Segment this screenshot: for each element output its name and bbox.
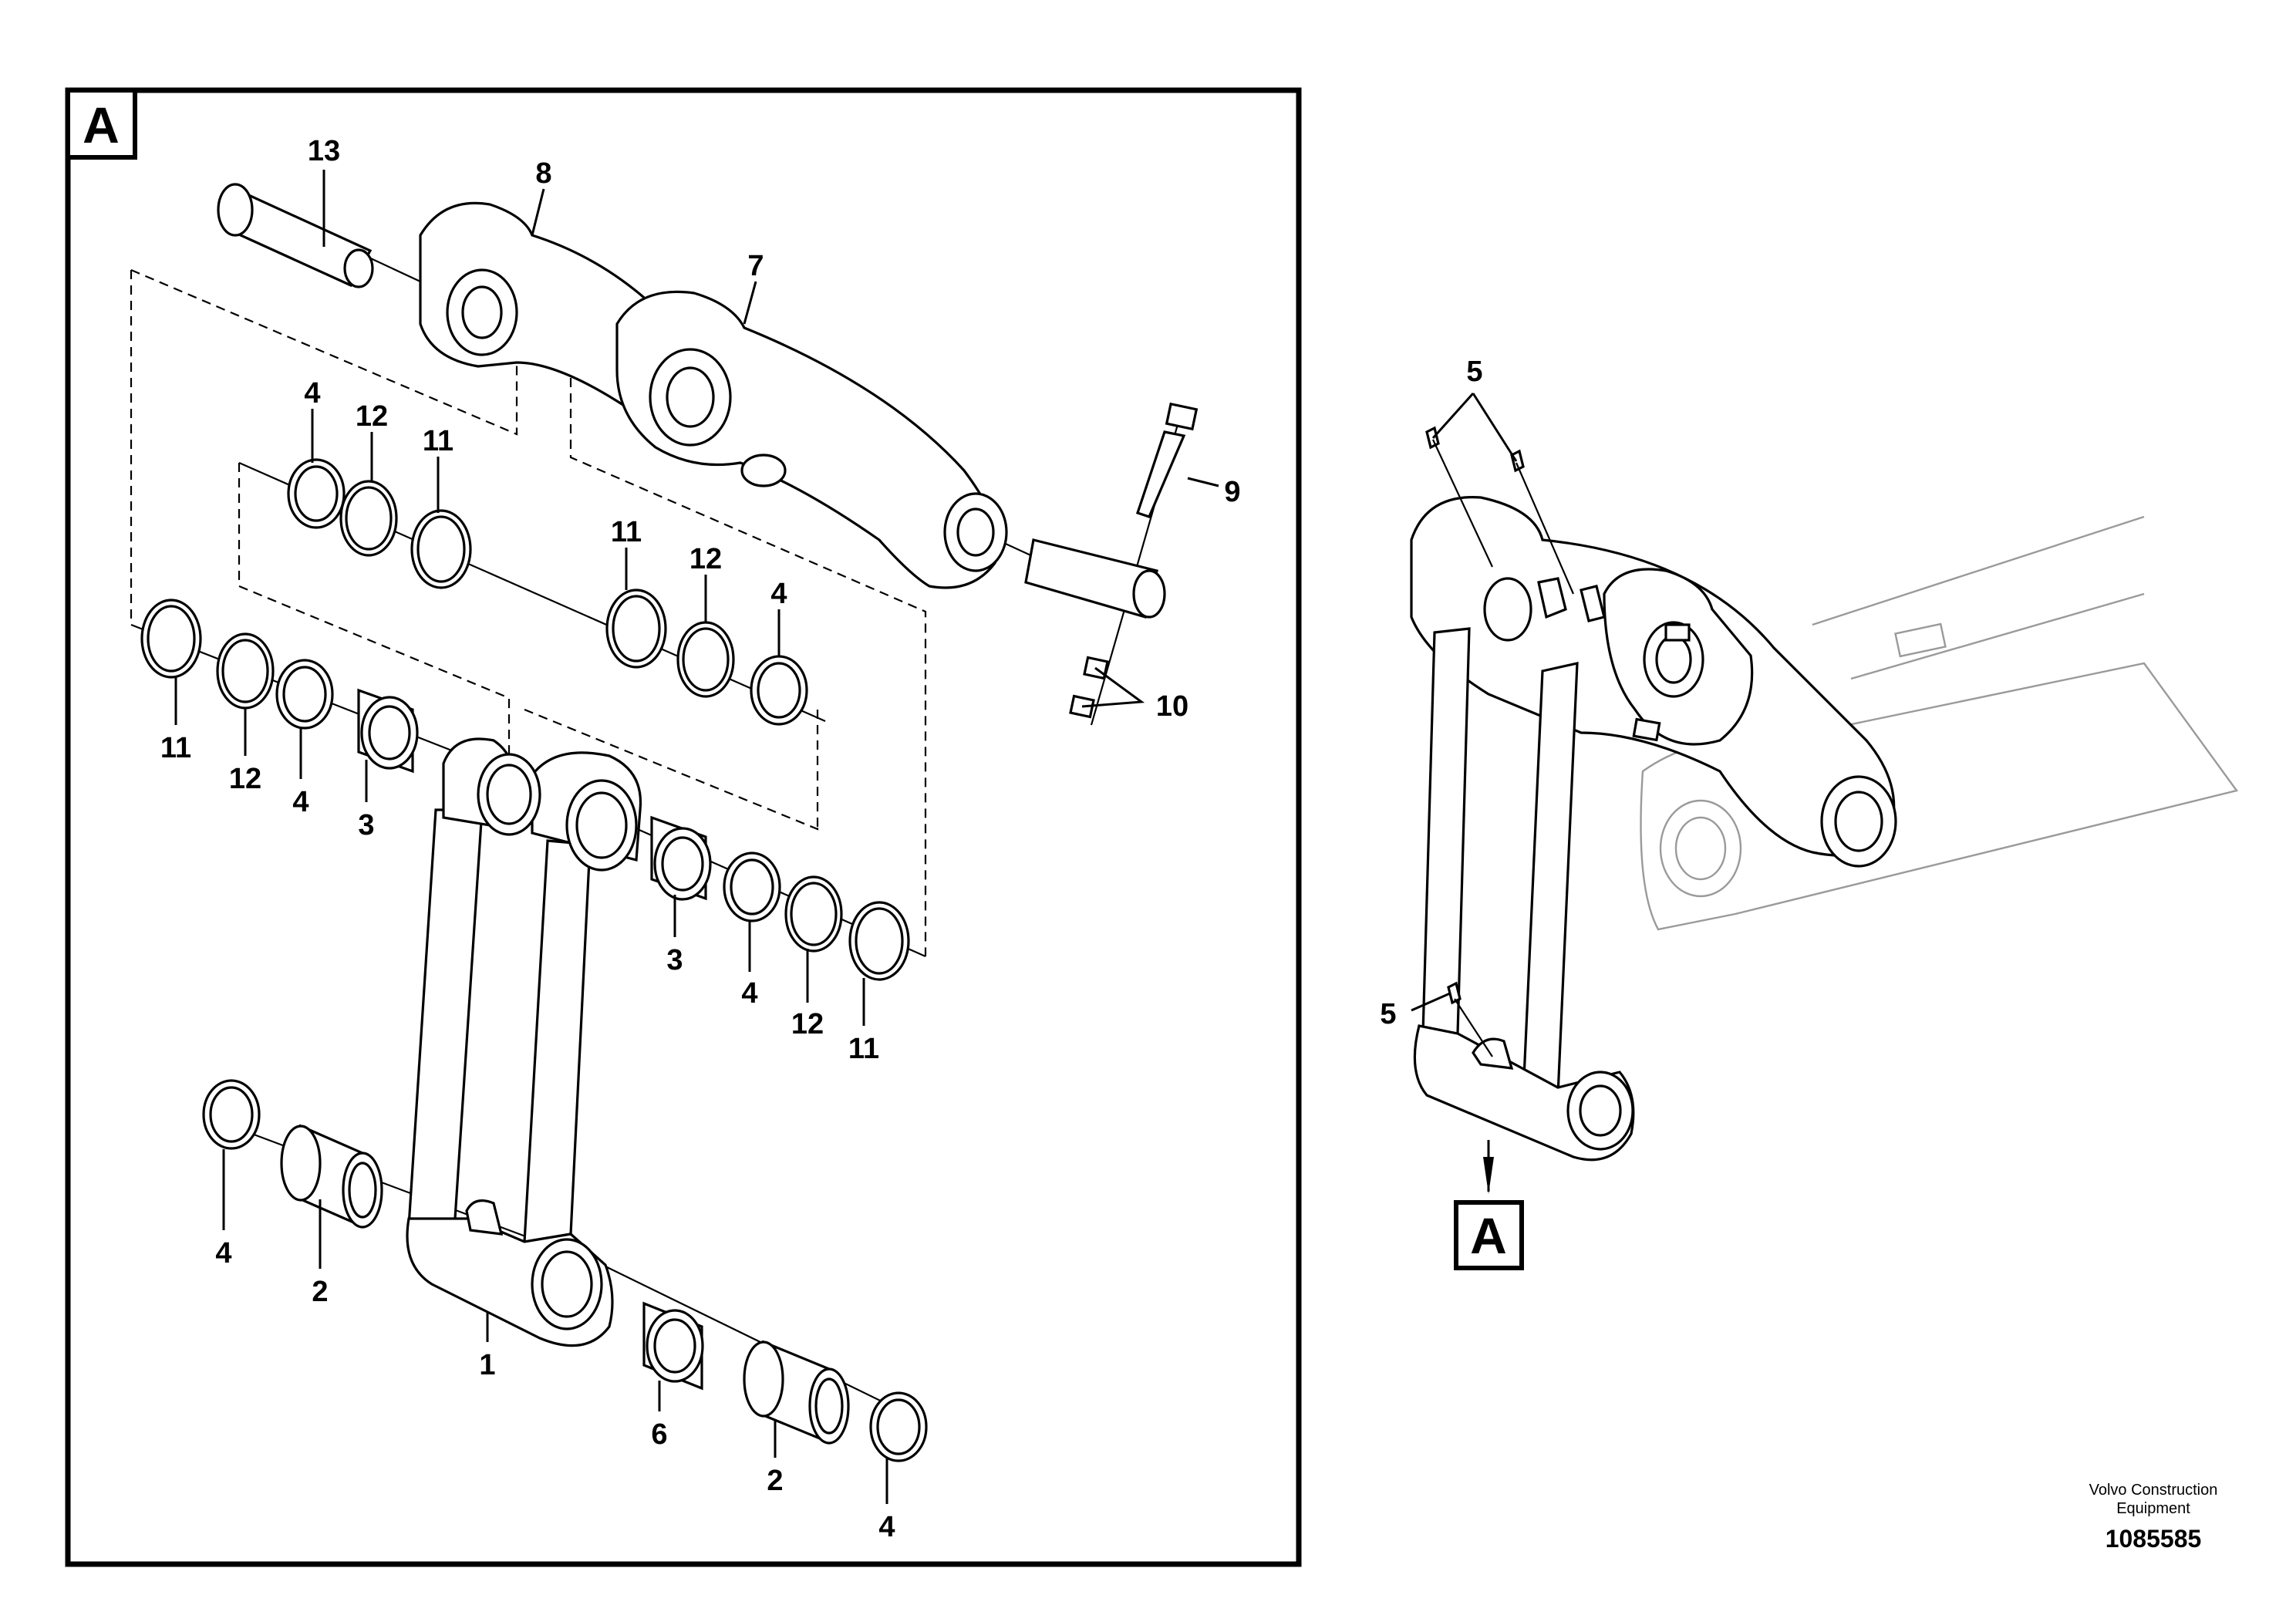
callout-4-right: 4 <box>741 977 757 1010</box>
bolt-9 <box>1135 402 1199 518</box>
callout-1: 1 <box>479 1349 495 1381</box>
detail-frame <box>65 87 1302 1567</box>
callout-11-upper: 11 <box>423 425 453 457</box>
callout-11-right: 11 <box>848 1033 879 1065</box>
detail-view: A <box>65 87 1302 1567</box>
callout-8: 8 <box>535 157 551 190</box>
company-name-line1: Volvo Construction <box>2089 1482 2218 1499</box>
callout-12-right: 12 <box>791 1008 824 1040</box>
callout-12-upper: 12 <box>356 400 388 433</box>
overview-marker-box <box>1454 1200 1524 1270</box>
link-arm-7 <box>615 290 1008 589</box>
footer: Volvo Construction Equipment 1085585 <box>2089 1482 2218 1553</box>
drawing-number: 1085585 <box>2106 1525 2202 1553</box>
overview-leaders <box>1411 392 1575 1194</box>
callout-4-upper: 4 <box>304 377 320 410</box>
callout-12-mid: 12 <box>689 543 722 575</box>
callout-5-top: 5 <box>1466 356 1482 388</box>
detail-marker-box <box>66 88 137 160</box>
bottom-parts <box>202 1079 928 1462</box>
callout-2-bottom-right: 2 <box>767 1465 783 1497</box>
overview-link <box>1413 627 1635 1162</box>
callout-11-mid: 11 <box>611 516 642 548</box>
grease-nipples-5 <box>1425 426 1525 1005</box>
callout-7: 7 <box>747 250 764 282</box>
callout-10: 10 <box>1156 690 1188 723</box>
overview-marker-label: A <box>1470 1207 1507 1264</box>
callout-3-right: 3 <box>666 944 683 976</box>
assembly-guide-mid <box>238 463 511 760</box>
link-frame-1 <box>406 737 642 1347</box>
callout-3-left: 3 <box>358 809 374 841</box>
upper-ring-set <box>287 458 808 726</box>
callout-6: 6 <box>651 1418 667 1451</box>
left-ring-set <box>140 599 419 774</box>
callout-13: 13 <box>308 135 340 167</box>
pin-9-shaft <box>1024 538 1166 619</box>
detail-marker-label: A <box>83 96 120 153</box>
company-name-line2: Equipment <box>2116 1500 2190 1517</box>
callout-11-left: 11 <box>160 732 191 764</box>
overview-arm <box>1410 496 1897 868</box>
leader-lines <box>174 170 1219 1504</box>
callout-2-bottom-left: 2 <box>312 1276 328 1308</box>
callout-9: 9 <box>1224 476 1240 508</box>
callout-12-left: 12 <box>229 763 261 795</box>
callout-4-left: 4 <box>292 786 308 818</box>
right-ring-set <box>650 815 910 981</box>
callout-4-bottom-right: 4 <box>878 1511 895 1543</box>
assembly-guide-left <box>130 268 518 436</box>
boom-background <box>1640 515 2239 931</box>
callout-4-mid: 4 <box>770 578 787 610</box>
callout-5-bottom: 5 <box>1380 998 1396 1030</box>
axis-line-bottom-right <box>570 1249 903 1412</box>
assembly-guide-right <box>569 363 927 956</box>
pin-13 <box>217 183 374 288</box>
callout-4-bottom-left: 4 <box>215 1237 231 1270</box>
detail-callouts: 13 8 7 9 10 4 12 11 11 12 4 11 12 4 3 3 … <box>160 135 1241 1543</box>
assembly-guide-mid-right <box>524 708 819 831</box>
overview-view: 5 5 A <box>1380 356 2239 1270</box>
